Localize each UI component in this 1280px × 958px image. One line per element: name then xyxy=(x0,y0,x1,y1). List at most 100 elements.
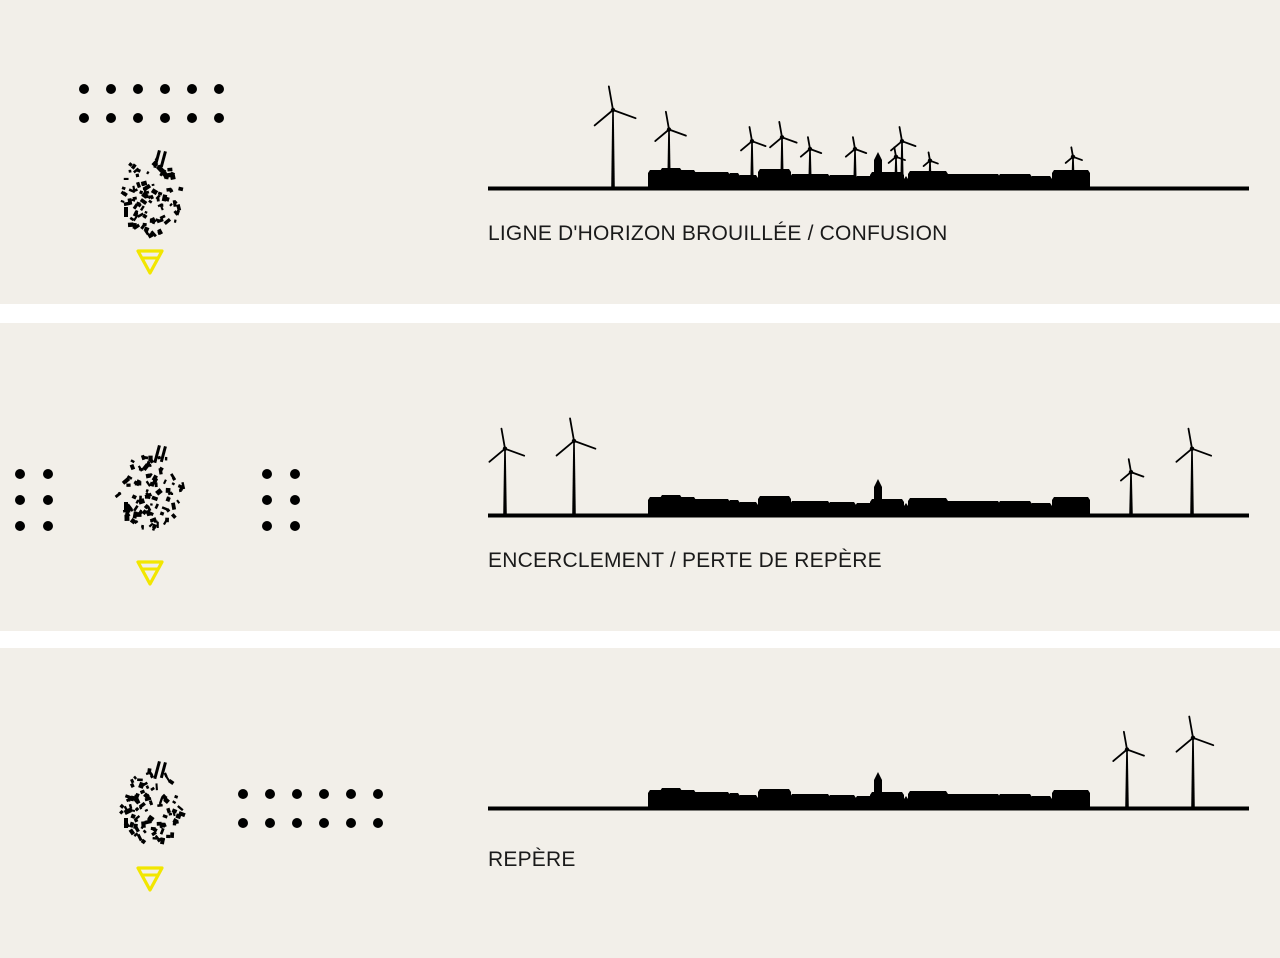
building-footprint xyxy=(133,775,138,780)
building-footprint xyxy=(139,205,145,212)
village-building xyxy=(738,502,758,515)
turbine-blade xyxy=(504,447,526,457)
village-building xyxy=(1052,790,1090,808)
building-footprint xyxy=(124,514,130,521)
building-footprint xyxy=(137,510,144,516)
building-footprint xyxy=(170,832,175,838)
building-footprint xyxy=(175,813,182,820)
building-footprint xyxy=(143,189,147,194)
turbine-hub xyxy=(1070,154,1076,159)
panel-caption: REPÈRE xyxy=(488,848,576,871)
building-footprint xyxy=(160,837,166,842)
building-footprint xyxy=(178,811,186,818)
building-footprint xyxy=(146,170,150,175)
building-footprint xyxy=(170,513,177,520)
turbine-hub xyxy=(899,139,905,144)
building-footprint xyxy=(138,805,143,810)
wind-turbine-icon xyxy=(922,151,939,188)
turbine-plan-dot xyxy=(373,789,383,799)
panel-caption: ENCERCLEMENT / PERTE DE REPÈRE xyxy=(488,549,882,572)
building-footprint xyxy=(144,808,149,813)
turbine-hub xyxy=(749,139,755,144)
building-footprint xyxy=(145,473,151,479)
building-footprint xyxy=(154,503,160,510)
observer-triangle xyxy=(136,866,164,892)
turbine-hub xyxy=(852,146,858,152)
turbine-blade xyxy=(654,128,670,142)
building-footprint xyxy=(158,796,164,805)
building-footprint xyxy=(129,463,136,471)
building-footprint xyxy=(135,479,141,487)
building-footprint xyxy=(131,809,136,813)
building-footprint xyxy=(165,487,171,493)
turbine-tower xyxy=(900,141,904,188)
panel-repere: REPÈRE xyxy=(0,648,1280,958)
turbine-tower xyxy=(894,156,898,188)
turbine-plan-dot xyxy=(290,495,300,505)
observer-eye-icon xyxy=(136,866,164,892)
turbine-blade xyxy=(778,121,783,139)
turbine-hub xyxy=(893,154,899,159)
building-footprint xyxy=(135,173,140,178)
turbine-hub xyxy=(927,158,933,163)
wind-turbine-icon xyxy=(769,121,798,188)
turbine-tower xyxy=(1190,448,1194,515)
building-footprint xyxy=(143,226,150,233)
village-building xyxy=(1030,796,1052,808)
building-footprint xyxy=(141,191,149,199)
building-footprint xyxy=(139,190,144,195)
building-footprint xyxy=(145,772,149,776)
building-footprint xyxy=(176,204,182,211)
panel-encerclement: ENCERCLEMENT / PERTE DE REPÈRE xyxy=(0,323,1280,631)
wind-turbine-icon xyxy=(1119,458,1145,515)
building-footprint xyxy=(172,800,177,805)
turbine-blade xyxy=(748,126,753,143)
building-footprint xyxy=(167,491,173,496)
building-footprint xyxy=(139,495,142,502)
church-spire-icon xyxy=(874,772,882,796)
panel-confusion-drawing xyxy=(79,84,1249,275)
turbine-blade xyxy=(664,110,670,131)
panel-repere-drawing xyxy=(119,715,1249,892)
turbine-hub xyxy=(779,135,785,140)
building-footprint xyxy=(166,496,170,500)
building-footprint xyxy=(147,814,155,822)
building-footprint xyxy=(141,181,146,187)
building-footprint xyxy=(153,761,161,780)
building-footprint xyxy=(139,789,146,795)
building-footprint xyxy=(157,803,163,808)
building-footprint xyxy=(177,805,184,812)
village-building xyxy=(998,501,1032,515)
building-footprint xyxy=(130,459,135,464)
building-footprint xyxy=(172,200,177,207)
turbine-blade xyxy=(1175,736,1194,753)
village-building xyxy=(946,501,1000,515)
building-footprint xyxy=(152,219,156,225)
turbine-tower xyxy=(503,448,507,515)
village-building xyxy=(738,795,758,808)
turbine-blade xyxy=(593,109,614,127)
village-plan-icon xyxy=(114,445,186,531)
turbine-plan-dot xyxy=(292,789,302,799)
turbine-hub xyxy=(666,127,672,132)
building-footprint xyxy=(150,230,157,238)
wind-turbine-icon xyxy=(555,417,597,515)
skyline-elevation-3 xyxy=(488,715,1249,811)
village-plan-icon xyxy=(120,150,184,239)
wind-turbine-icon xyxy=(890,126,917,188)
turbine-blade xyxy=(769,136,783,149)
building-footprint xyxy=(149,517,157,523)
building-footprint xyxy=(148,522,154,528)
turbine-plan-dot xyxy=(106,113,116,123)
building-footprint xyxy=(128,169,132,173)
turbine-plan-dots-right xyxy=(262,469,300,531)
turbine-hub xyxy=(807,146,813,152)
building-footprint xyxy=(137,778,143,782)
turbine-plan-dot xyxy=(15,469,25,479)
wind-turbine-icon xyxy=(799,136,823,188)
building-footprint xyxy=(181,482,186,490)
village-building xyxy=(738,175,758,188)
turbine-hub xyxy=(1124,747,1130,752)
building-footprint xyxy=(149,511,154,517)
building-footprint xyxy=(159,446,167,463)
